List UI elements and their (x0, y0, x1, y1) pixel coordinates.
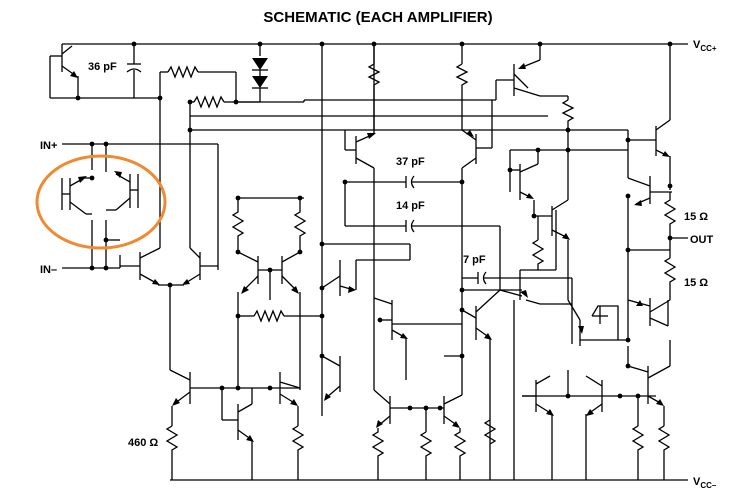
res-15-bot-label: 15 Ω (684, 277, 708, 289)
cap-14pf-label: 14 pF (396, 200, 425, 212)
res-15-top-label: 15 Ω (684, 211, 708, 223)
second-stage (165, 195, 325, 480)
cap-36pf-label: 36 pF (88, 61, 117, 73)
in-plus-label: IN+ (40, 140, 57, 152)
highlight-ellipse (35, 154, 167, 250)
input-stage (61, 116, 219, 370)
cap-37pf-label: 37 pF (396, 156, 425, 168)
cap-7pf-label: 7 pF (463, 254, 486, 266)
out-label: OUT (690, 234, 714, 246)
res-460-label: 460 Ω (128, 437, 158, 449)
schematic-title: SCHEMATIC (EACH AMPLIFIER) (263, 9, 492, 26)
bias-buses (187, 99, 568, 133)
in-minus-label: IN– (40, 264, 57, 276)
vcc-minus-label: VCC– (693, 476, 717, 490)
vcc-plus-label: VCC+ (693, 39, 717, 53)
output-driver: 15 Ω OUT 15 Ω (495, 41, 714, 480)
top-left-bias-network: 36 pF (49, 41, 268, 118)
center-column: 37 pF 14 pF (319, 41, 500, 480)
right-center-column: 7 pF (443, 41, 572, 480)
